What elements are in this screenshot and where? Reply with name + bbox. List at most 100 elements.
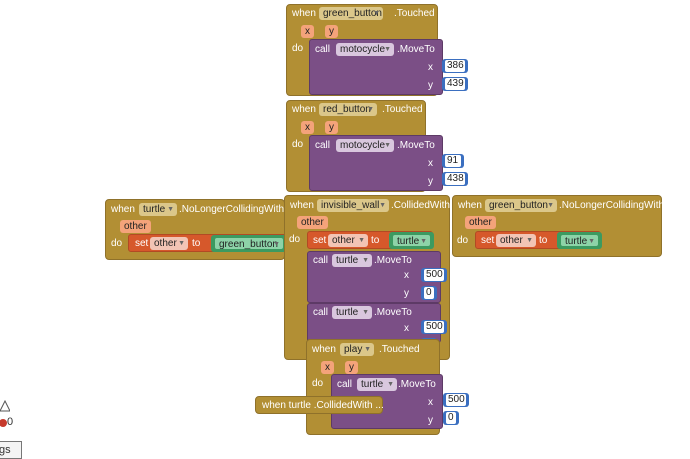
do-keyword: do: [312, 378, 324, 389]
number-value[interactable]: 386: [445, 60, 465, 72]
do-keyword: do: [292, 139, 304, 150]
component-dropdown[interactable]: green_button▼: [319, 7, 383, 20]
method-name: .MoveTo: [397, 140, 435, 151]
number-block-y[interactable]: 0: [443, 411, 459, 425]
component-block[interactable]: green_button▼: [211, 235, 287, 252]
variable-dropdown[interactable]: other▼: [328, 234, 368, 247]
collapsed-event-block[interactable]: when turtle .CollidedWith ...: [255, 396, 384, 414]
to-keyword: to: [371, 235, 380, 246]
event-block-green-button-nolongercollidingwith[interactable]: when green_button▼ .NoLongerCollidingWit…: [452, 195, 664, 257]
call-block-turtle-moveto[interactable]: call turtle▼ .MoveTo x: [307, 303, 441, 343]
call-keyword: call: [313, 307, 329, 318]
param-other[interactable]: other: [120, 220, 151, 233]
component-dropdown[interactable]: play▼: [340, 343, 374, 356]
method-name: .MoveTo: [397, 44, 435, 55]
call-component-dropdown[interactable]: turtle▼: [332, 254, 372, 267]
do-keyword: do: [289, 234, 301, 245]
event-name: .Touched: [382, 104, 423, 115]
number-value[interactable]: 500: [424, 321, 444, 333]
warning-triangle-icon[interactable]: [0, 400, 10, 412]
component-name: invisible_wall: [321, 200, 380, 211]
param-x[interactable]: x: [301, 121, 314, 134]
param-other[interactable]: other: [297, 216, 328, 229]
to-keyword: to: [539, 235, 548, 246]
component-block[interactable]: turtle▼: [389, 232, 434, 249]
arg-y-label: y: [428, 176, 433, 187]
when-keyword: when: [290, 200, 314, 211]
number-value[interactable]: 91: [445, 155, 461, 167]
number-block-y[interactable]: 0: [421, 286, 437, 300]
component-dropdown[interactable]: turtle▼: [139, 203, 177, 216]
number-block-y[interactable]: 438: [442, 172, 468, 186]
call-component-dropdown[interactable]: motocycle▼: [336, 43, 394, 56]
param-x[interactable]: x: [301, 25, 314, 38]
call-component-name: motocycle: [340, 44, 386, 55]
param-x[interactable]: x: [321, 361, 334, 374]
component-value-dropdown[interactable]: green_button▼: [214, 237, 284, 250]
component-name: red_button: [323, 104, 371, 115]
number-block-x[interactable]: 500: [443, 393, 469, 407]
set-variable-block[interactable]: set other▼ to green_button▼: [128, 234, 288, 252]
event-block-turtle-nolongercollidingwith[interactable]: when turtle▼ .NoLongerCollidingWith othe…: [105, 199, 288, 260]
event-name: .NoLongerCollidingWith: [179, 204, 285, 215]
set-variable-block[interactable]: set other▼ to turtle▼: [307, 231, 434, 249]
variable-name: other: [332, 235, 355, 246]
error-circle-icon[interactable]: [0, 418, 8, 428]
component-dropdown[interactable]: green_button▼: [485, 199, 557, 212]
call-block-motocycle-moveto[interactable]: call motocycle▼ .MoveTo x y: [309, 39, 443, 95]
component-value-dropdown[interactable]: turtle▼: [560, 234, 599, 247]
param-y[interactable]: y: [345, 361, 358, 374]
when-keyword: when: [292, 8, 316, 19]
call-component-dropdown[interactable]: turtle▼: [332, 306, 372, 319]
chevron-down-icon: ▼: [588, 238, 595, 245]
call-keyword: call: [313, 255, 329, 266]
chevron-down-icon: ▼: [178, 240, 185, 247]
component-block[interactable]: turtle▼: [557, 232, 602, 249]
number-block-y[interactable]: 439: [442, 77, 468, 91]
event-block-play-touched[interactable]: when play▼ .Touched x y do call turtle▼ …: [306, 339, 469, 435]
number-block-x[interactable]: 500: [421, 320, 447, 334]
number-value[interactable]: 0: [424, 287, 434, 299]
arg-x-label: x: [428, 158, 433, 169]
arg-x-label: x: [428, 62, 433, 73]
number-value[interactable]: 500: [424, 269, 444, 281]
call-component-name: turtle: [336, 255, 359, 266]
component-value: green_button: [219, 239, 278, 250]
number-block-x[interactable]: 500: [421, 268, 447, 282]
call-block-turtle-moveto[interactable]: call turtle▼ .MoveTo x y: [307, 251, 441, 303]
param-other[interactable]: other: [465, 216, 496, 229]
component-name: green_button: [489, 200, 548, 211]
chevron-down-icon: ▼: [526, 237, 533, 244]
param-y[interactable]: y: [325, 25, 338, 38]
event-block-invisible-wall-collidedwith[interactable]: when invisible_wall▼ .CollidedWith other…: [284, 195, 450, 360]
number-block-x[interactable]: 91: [442, 154, 464, 168]
number-value[interactable]: 439: [445, 78, 465, 90]
set-keyword: set: [481, 235, 495, 246]
number-block-x[interactable]: 386: [442, 59, 468, 73]
chevron-down-icon: ▼: [387, 381, 394, 388]
number-value[interactable]: 500: [446, 394, 466, 406]
call-block-motocycle-moveto[interactable]: call motocycle▼ .MoveTo x y: [309, 135, 443, 191]
component-dropdown[interactable]: red_button▼: [319, 103, 377, 116]
chevron-down-icon: ▼: [367, 106, 374, 113]
component-name: play: [344, 344, 363, 355]
collapsed-block-label: when turtle .CollidedWith ...: [262, 400, 384, 411]
component-dropdown[interactable]: invisible_wall▼: [317, 199, 389, 212]
tags-toggle-button[interactable]: gs: [0, 441, 22, 459]
call-component-dropdown[interactable]: motocycle▼: [336, 139, 394, 152]
chevron-down-icon: ▼: [167, 206, 174, 213]
number-value[interactable]: 0: [446, 412, 456, 424]
variable-dropdown[interactable]: other▼: [496, 234, 536, 247]
variable-dropdown[interactable]: other▼: [150, 237, 188, 250]
param-y[interactable]: y: [325, 121, 338, 134]
component-value-dropdown[interactable]: turtle▼: [392, 234, 431, 247]
event-block-red-button-touched[interactable]: when red_button▼ .Touched x y do call mo…: [286, 100, 468, 192]
number-value[interactable]: 438: [445, 173, 465, 185]
chevron-down-icon: ▼: [362, 309, 369, 316]
chevron-down-icon: ▼: [362, 257, 369, 264]
method-name: .MoveTo: [398, 379, 436, 390]
set-variable-block[interactable]: set other▼ to turtle▼: [475, 231, 602, 249]
event-block-green-button-touched[interactable]: when green_button▼ .Touched x y do call …: [286, 4, 468, 96]
call-component-dropdown[interactable]: turtle▼: [357, 378, 397, 391]
event-name: .CollidedWith: [391, 200, 450, 211]
